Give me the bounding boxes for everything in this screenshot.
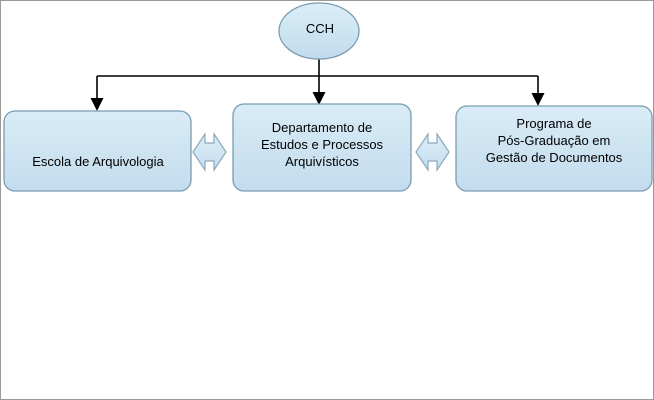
double-arrow-escola-departamento[interactable] [192, 132, 227, 172]
arrowhead-escola [90, 98, 104, 111]
node-escola-arquivologia-box[interactable] [3, 110, 192, 192]
node-programa-pos-graduacao-box[interactable] [455, 105, 653, 192]
node-cch-ellipse[interactable] [278, 2, 360, 60]
node-departamento-estudos-processos-box[interactable] [232, 103, 412, 192]
arrowhead-departamento [312, 92, 326, 105]
arrowhead-programa [531, 93, 545, 106]
double-arrow-departamento-programa[interactable] [415, 132, 450, 172]
